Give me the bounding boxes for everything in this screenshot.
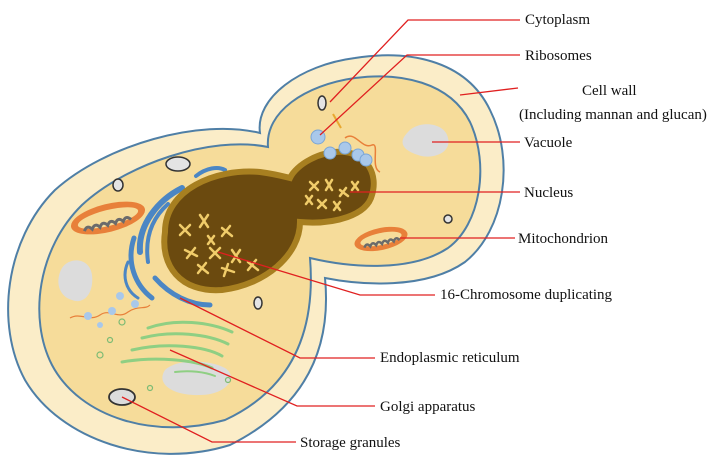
label-cell-wall: Cell wall: [582, 83, 637, 99]
label-vacuole: Vacuole: [524, 135, 573, 151]
vacuole-bottom: [162, 362, 231, 396]
label-golgi: Golgi apparatus: [380, 399, 476, 415]
label-cytoplasm: Cytoplasm: [525, 12, 590, 28]
label-mitochondrion: Mitochondrion: [518, 231, 608, 247]
label-nucleus: Nucleus: [524, 185, 573, 201]
label-ribosomes: Ribosomes: [525, 48, 592, 64]
label-storage: Storage granules: [300, 435, 401, 451]
label-er: Endoplasmic reticulum: [380, 350, 520, 366]
label-chromosome: 16-Chromosome duplicating: [440, 287, 613, 303]
label-cell-wall-note: (Including mannan and glucan): [519, 107, 707, 123]
